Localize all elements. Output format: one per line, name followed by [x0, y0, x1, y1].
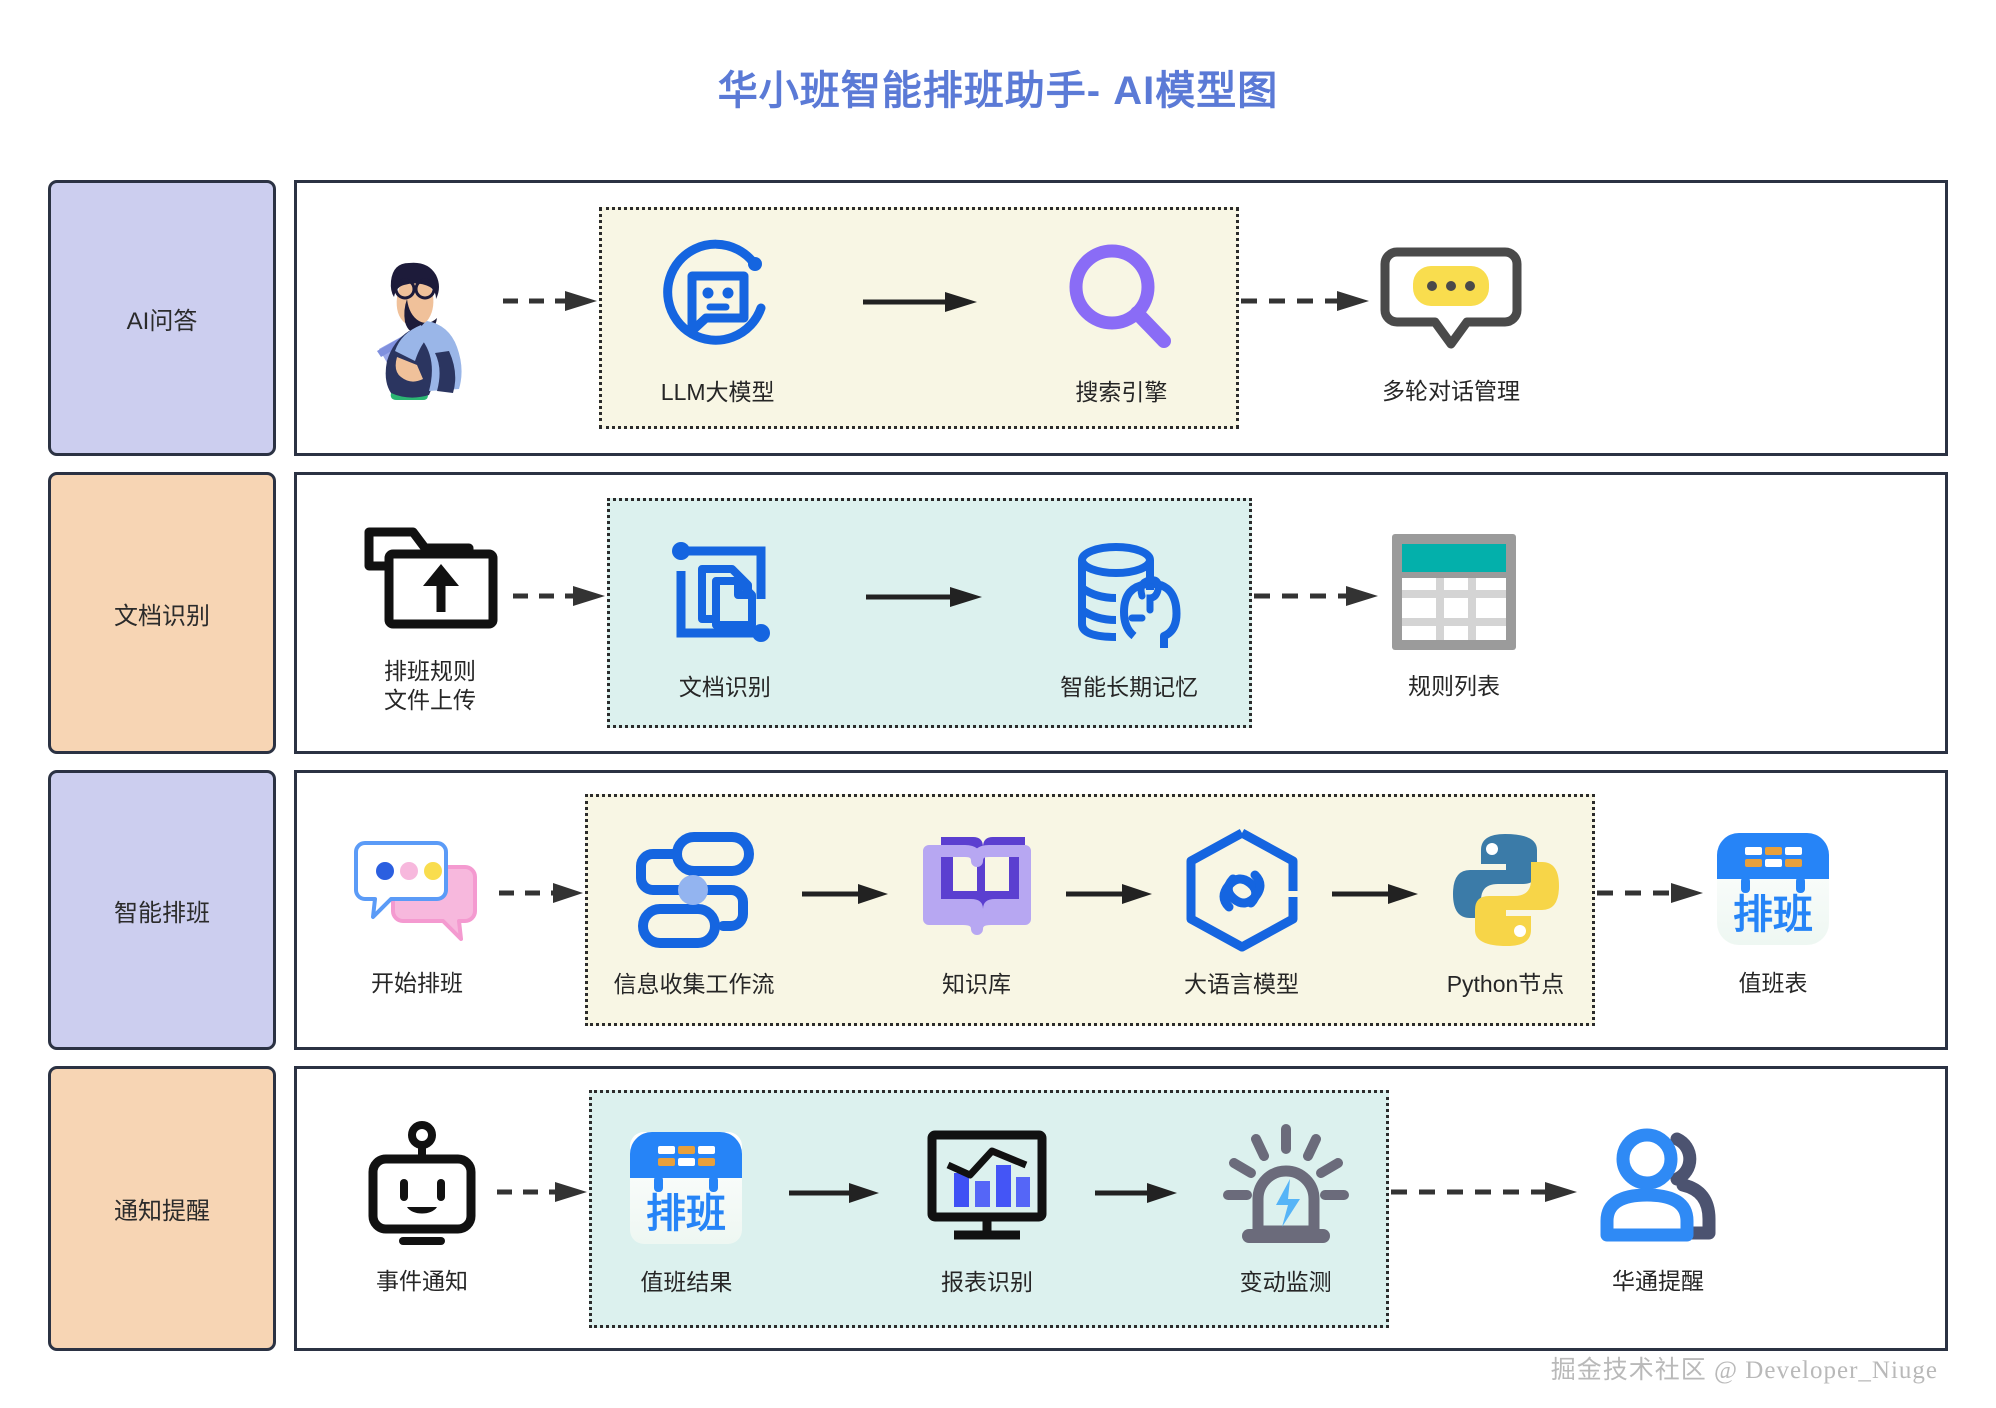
alarm-light-icon	[1218, 1122, 1354, 1254]
chat-bubbles-icon	[343, 823, 491, 955]
content-frame-doc-recognition: 排班规则 文件上传	[294, 472, 1948, 754]
stage-multi-turn-dialog[interactable]: 多轮对话管理	[1371, 231, 1531, 406]
group-panel-doc-core: 文档识别	[607, 498, 1252, 728]
row-notification: 通知提醒 事件通知	[48, 1066, 1948, 1351]
arrow-solid-2b	[800, 828, 890, 960]
stage-llm[interactable]: LLM大模型	[650, 232, 786, 407]
arrow-dashed-1c	[1252, 530, 1380, 662]
two-users-icon	[1585, 1121, 1731, 1253]
stage-search-engine[interactable]: 搜索引擎	[1054, 232, 1188, 407]
robot-head-icon	[355, 1121, 489, 1253]
person-with-laptop-icon	[349, 252, 495, 400]
stage-label: 变动监测	[1239, 1269, 1332, 1296]
stage-duty-result[interactable]: 排班 值班结果	[618, 1122, 754, 1297]
chatbot-circle-icon	[656, 232, 780, 364]
stage-label: 规则列表	[1408, 672, 1500, 699]
stage-doc-recognition[interactable]: 文档识别	[655, 527, 795, 702]
content-frame-smart-scheduling: 开始排班 信息收集工作流	[294, 770, 1948, 1050]
category-box-doc-recognition[interactable]: 文档识别	[48, 472, 276, 754]
watermark: 掘金技术社区 @ Developer_Niuge	[1550, 1357, 1938, 1384]
stage-label: 搜索引擎	[1075, 378, 1168, 405]
group-panel-notification-core: 排班 值班结果	[589, 1089, 1389, 1328]
shift-app-icon: 排班	[624, 1122, 748, 1254]
stage-report-recognition[interactable]: 报表识别	[914, 1122, 1060, 1297]
stage-duty-table[interactable]: 排班 值班表	[1705, 823, 1841, 998]
category-label: 文档识别	[114, 602, 210, 630]
table-grid-icon	[1386, 526, 1522, 658]
app-icon-text: 排班	[646, 1192, 726, 1236]
arrow-solid-2c	[1064, 828, 1154, 960]
content-frame-notification: 事件通知	[294, 1066, 1948, 1351]
stage-label: 排班规则 文件上传	[384, 658, 476, 713]
stage-person-laptop[interactable]	[343, 252, 501, 400]
hexagon-link-icon	[1179, 824, 1305, 956]
arrow-dashed-0c	[1239, 235, 1371, 367]
arrow-solid-1b	[864, 531, 984, 663]
stage-label: 智能长期记忆	[1060, 673, 1199, 700]
magnifier-icon	[1060, 232, 1182, 364]
stage-change-monitoring[interactable]: 变动监测	[1212, 1122, 1360, 1297]
stage-knowledge-base[interactable]: 知识库	[909, 824, 1045, 999]
stage-label: 知识库	[942, 970, 1011, 997]
stage-label: 值班表	[1738, 969, 1808, 996]
stage-label: 多轮对话管理	[1382, 377, 1520, 404]
stage-label: 事件通知	[376, 1268, 468, 1295]
monitor-chart-icon	[920, 1122, 1054, 1254]
stage-large-language-model[interactable]: 大语言模型	[1173, 824, 1311, 999]
arrow-dashed-2a	[497, 827, 585, 959]
stage-label: 大语言模型	[1184, 970, 1299, 997]
arrow-dashed-3d	[1389, 1126, 1579, 1258]
row-smart-scheduling: 智能排班 开始排班	[48, 770, 1948, 1050]
stage-label: 值班结果	[640, 1269, 733, 1296]
stage-label: LLM大模型	[660, 378, 775, 405]
stage-label: 报表识别	[940, 1269, 1033, 1296]
stage-label: 开始排班	[371, 969, 463, 996]
stage-label: 信息收集工作流	[613, 970, 775, 997]
category-label: 通知提醒	[114, 1198, 210, 1225]
page-title: 华小班智能排班助手- AI模型图	[717, 69, 1279, 113]
database-memory-icon	[1064, 527, 1194, 659]
category-box-smart-scheduling[interactable]: 智能排班	[48, 770, 276, 1050]
document-scan-icon	[661, 527, 789, 659]
stage-python-node[interactable]: Python节点	[1439, 824, 1573, 999]
stage-upload-rules[interactable]: 排班规则 文件上传	[349, 511, 511, 715]
category-label: 智能排班	[114, 899, 210, 927]
stage-label: 文档识别	[678, 673, 771, 700]
group-panel-ai-core: LLM大模型 搜索引擎	[599, 207, 1239, 429]
arrow-solid-0b	[861, 236, 979, 368]
category-box-ai-qa[interactable]: AI问答	[48, 180, 276, 456]
stage-info-workflow[interactable]: 信息收集工作流	[608, 824, 781, 999]
workflow-icon	[629, 824, 759, 956]
content-frame-ai-qa: LLM大模型 搜索引擎	[294, 180, 1948, 456]
stage-rule-list[interactable]: 规则列表	[1380, 526, 1528, 701]
arrow-dashed-0a	[501, 235, 599, 367]
stage-huatong-reminder[interactable]: 华通提醒	[1579, 1121, 1737, 1296]
book-icon	[915, 824, 1039, 956]
stage-event-notify[interactable]: 事件通知	[349, 1121, 495, 1296]
group-panel-scheduling-core: 信息收集工作流 知识库	[585, 794, 1595, 1026]
arrow-solid-3c	[1093, 1127, 1179, 1259]
stage-start-scheduling[interactable]: 开始排班	[337, 823, 497, 998]
arrow-solid-2d	[1330, 828, 1420, 960]
speech-bubble-dots-icon	[1377, 231, 1525, 363]
shift-app-icon: 排班	[1711, 823, 1835, 955]
row-ai-qa: AI问答	[48, 180, 1948, 456]
arrow-dashed-3a	[495, 1126, 589, 1258]
app-icon-text: 排班	[1733, 893, 1813, 937]
python-logo-icon	[1445, 824, 1567, 956]
stage-long-term-memory[interactable]: 智能长期记忆	[1054, 527, 1204, 702]
arrow-dashed-2e	[1595, 827, 1705, 959]
stage-label: 华通提醒	[1612, 1268, 1704, 1295]
arrow-dashed-1a	[511, 530, 607, 662]
arrow-solid-3b	[787, 1127, 881, 1259]
row-doc-recognition: 文档识别 排班规则 文件上传	[48, 472, 1948, 754]
folder-upload-icon	[355, 511, 505, 643]
category-label: AI问答	[126, 307, 198, 335]
stage-label: Python节点	[1446, 970, 1565, 997]
category-box-notification[interactable]: 通知提醒	[48, 1066, 276, 1351]
